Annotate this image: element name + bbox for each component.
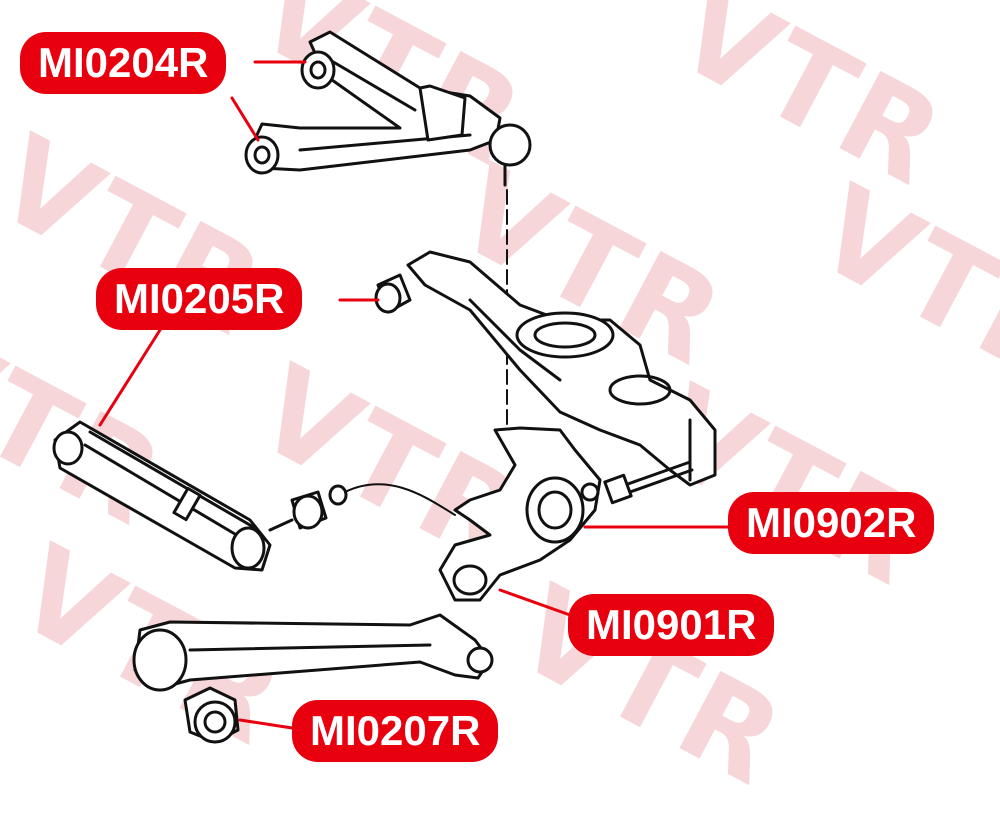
label-mi0207r: MI0207R xyxy=(292,700,499,762)
bushing-middle xyxy=(268,483,456,532)
bushing-lower xyxy=(183,686,240,744)
knuckle xyxy=(438,426,602,602)
bushing-upper xyxy=(374,273,412,314)
label-mi0902r: MI0902R xyxy=(728,492,935,554)
lower-trailing-link xyxy=(132,613,494,692)
lower-lateral-link xyxy=(52,420,272,572)
upper-control-arm xyxy=(244,30,532,187)
label-mi0901r: MI0901R xyxy=(568,594,775,656)
suspension-drawing xyxy=(52,30,732,744)
label-mi0204r: MI0204R xyxy=(20,32,227,94)
trailing-arm xyxy=(406,250,717,487)
label-mi0205r: MI0205R xyxy=(96,268,303,330)
bolt xyxy=(603,460,694,505)
leader-lines xyxy=(98,60,732,730)
